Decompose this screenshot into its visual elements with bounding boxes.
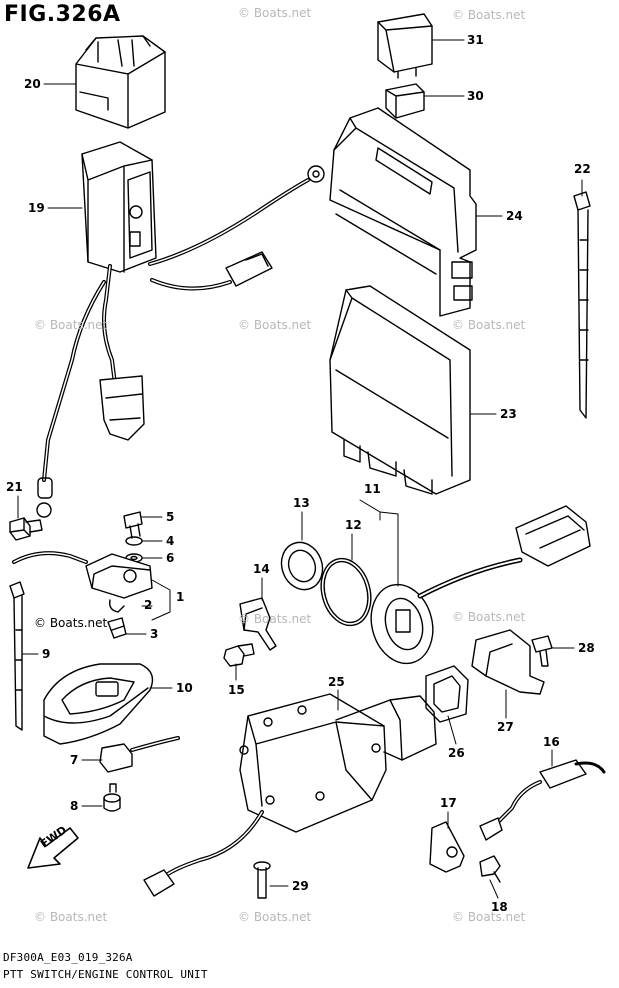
watermark-text: © Boats.net [34, 910, 108, 924]
part-29-bolt [253, 861, 271, 899]
callout-31: 31 [467, 33, 484, 47]
callout-13: 13 [293, 496, 310, 510]
callout-2: 2 [144, 598, 153, 612]
callout-12: 12 [345, 518, 362, 532]
callout-14: 14 [253, 562, 270, 576]
part-12-o-ring [320, 557, 372, 627]
callout-23: 23 [500, 407, 517, 421]
part-14-bracket [239, 597, 277, 651]
callout-25: 25 [328, 675, 345, 689]
part-8-bolt [103, 783, 121, 812]
part-28-bolt [531, 635, 553, 667]
callout-24: 24 [506, 209, 523, 223]
part-7-sensor [99, 736, 180, 773]
part-30-relay [385, 83, 425, 119]
part-24-ecu-cover [329, 107, 477, 317]
watermark-text: © Boats.net [452, 318, 526, 332]
part-27-bracket [471, 629, 545, 695]
callout-3: 3 [150, 627, 159, 641]
watermark-text: © Boats.net [238, 318, 312, 332]
callout-4: 4 [166, 534, 175, 548]
watermark-text: © Boats.net [34, 616, 108, 630]
diagram-code: DF300A_E03_019_326A [3, 951, 133, 964]
part-10-switch-panel [43, 663, 154, 745]
part-20-boot [75, 35, 166, 129]
parts-1-2-ptt-switch [12, 551, 153, 613]
callout-19: 19 [28, 201, 45, 215]
callout-10: 10 [176, 681, 193, 695]
callout-18: 18 [491, 900, 508, 914]
part-9-cable-tie [9, 581, 25, 731]
part-16-sensor-harness [479, 759, 606, 841]
part-15-bolt [223, 643, 255, 667]
callout-27: 27 [497, 720, 514, 734]
parts-5-4-6-screw-washers [123, 511, 143, 563]
callout-leader-lines [17, 39, 583, 899]
callout-22: 22 [574, 162, 591, 176]
part-23-ecu [329, 285, 471, 495]
fwd-arrow-icon [27, 827, 79, 869]
part-19-ptt-module [36, 141, 325, 518]
watermark-text: © Boats.net [238, 612, 312, 626]
watermark-text: © Boats.net [452, 910, 526, 924]
part-31-relay [377, 13, 433, 79]
callout-9: 9 [42, 647, 51, 661]
watermark-text: © Boats.net [238, 910, 312, 924]
part-3-clip [107, 617, 127, 639]
part-18-screw [479, 855, 501, 883]
callout-6: 6 [166, 551, 175, 565]
callout-11: 11 [364, 482, 381, 496]
callout-8: 8 [70, 799, 79, 813]
watermark-text: © Boats.net [238, 6, 312, 20]
part-21-bolt [9, 517, 43, 541]
part-26-rubber-mount [425, 665, 469, 723]
callout-21: 21 [6, 480, 23, 494]
watermark-text: © Boats.net [34, 318, 108, 332]
part-11-connector [370, 505, 591, 665]
callout-28: 28 [578, 641, 595, 655]
diagram-caption: PTT SWITCH/ENGINE CONTROL UNIT [3, 968, 208, 981]
callout-26: 26 [448, 746, 465, 760]
callout-7: 7 [70, 753, 79, 767]
callout-5: 5 [166, 510, 175, 524]
callout-30: 30 [467, 89, 484, 103]
part-25-actuator [143, 693, 437, 897]
callout-16: 16 [543, 735, 560, 749]
figure-title: FIG.326A [4, 2, 121, 27]
callout-1: 1 [176, 590, 185, 604]
watermark-text: © Boats.net [452, 610, 526, 624]
part-17-clamp [429, 821, 465, 873]
callout-29: 29 [292, 879, 309, 893]
callout-17: 17 [440, 796, 457, 810]
callout-20: 20 [24, 77, 41, 91]
watermark-text: © Boats.net [452, 8, 526, 22]
part-13-grommet [280, 541, 324, 591]
part-22-cable-tie [573, 191, 591, 419]
callout-15: 15 [228, 683, 245, 697]
